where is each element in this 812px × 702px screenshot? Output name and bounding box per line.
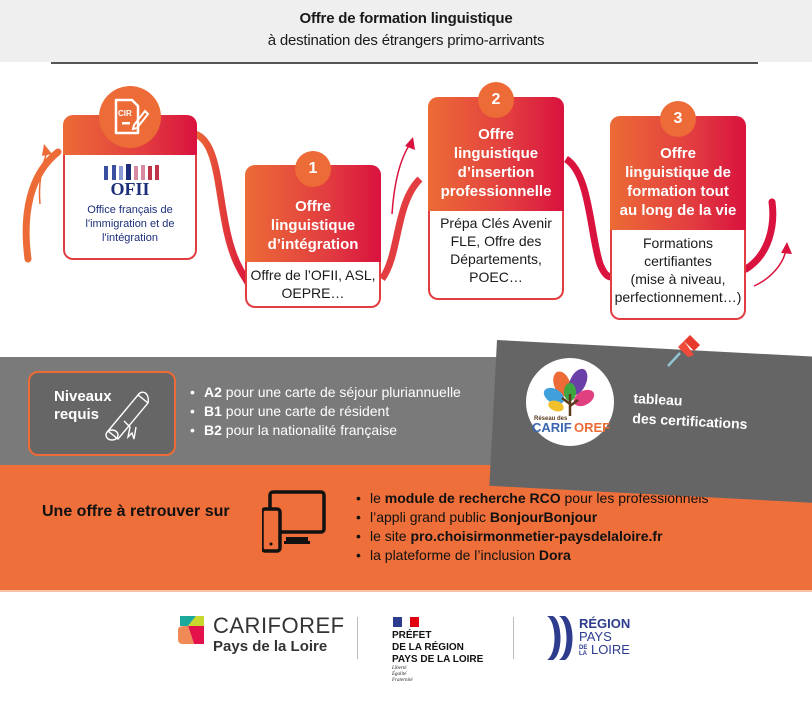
platform-item[interactable]: l’appli grand public BonjourBonjour	[356, 508, 709, 527]
step-badge-2: 2	[478, 82, 514, 118]
document-pen-icon: CIR	[114, 98, 150, 135]
ofii-logo-text: OFII	[110, 179, 150, 199]
page-title: Offre de formation linguistique	[299, 10, 513, 27]
platforms-title: Une offre à retrouver sur	[42, 503, 230, 520]
header: Offre de formation linguistique à destin…	[0, 0, 812, 62]
flow-arrowhead-end	[781, 242, 792, 254]
platforms-list: le module de recherche RCO pour les prof…	[356, 489, 709, 565]
page-subtitle: à destination des étrangers primo-arriva…	[267, 32, 545, 49]
devices-icon	[262, 490, 326, 553]
platform-item[interactable]: la plateforme de l’inclusion Dora	[356, 546, 709, 565]
level-item: B1 pour une carte de résident	[190, 402, 461, 421]
levels-box: Niveaux requis	[28, 371, 176, 456]
cir-badge: CIR	[99, 86, 161, 148]
flow-arrowhead-start	[42, 144, 52, 156]
flow-arc-1	[193, 130, 254, 290]
diploma-scroll-icon	[105, 391, 150, 441]
svg-text:CIR: CIR	[118, 109, 132, 118]
flow-arc-2	[379, 176, 423, 282]
pushpin-icon	[667, 335, 700, 367]
step-body: Prépa Clés Avenir FLE, Offre des Départe…	[428, 211, 564, 300]
flow-arc-3	[563, 156, 619, 281]
levels-label: Niveaux requis	[54, 388, 112, 423]
republic-motto: Liberté Égalité Fraternité	[392, 666, 413, 683]
level-item: B2 pour la nationalité française	[190, 421, 461, 440]
step-card-3: Offre linguistique de formation tout au …	[610, 116, 746, 320]
svg-text:Réseau des: Réseau des	[534, 416, 568, 422]
people-icon	[104, 164, 159, 180]
flow-arc-end	[742, 198, 777, 273]
level-item: A2 pour une carte de séjour pluriannuell…	[190, 383, 461, 402]
cariforef-logo-icon	[178, 616, 204, 644]
flow-arc-start	[22, 148, 62, 263]
footer-divider	[0, 590, 812, 592]
flow-arrowhead-2	[405, 137, 415, 150]
step-badge-1: 1	[295, 151, 331, 187]
footer-separator	[513, 617, 514, 659]
step-badge-3: 3	[660, 101, 696, 137]
cariforef-name: CARIFOREF	[213, 613, 345, 638]
flow-arrow-2	[391, 143, 411, 215]
footer-separator	[357, 617, 358, 659]
svg-text:CARIF: CARIF	[532, 420, 572, 435]
region-logo-icon	[547, 616, 573, 660]
svg-text:OREF: OREF	[574, 420, 610, 435]
certifications-link[interactable]: tableau des certifications	[632, 389, 748, 432]
marianne-flag-icon	[393, 617, 419, 627]
prefet-logo-text: PRÉFET DE LA RÉGION PAYS DE LA LOIRE	[392, 630, 484, 665]
levels-list: A2 pour une carte de séjour pluriannuell…	[190, 383, 461, 440]
ofii-description: Office français de l'immigration et de l…	[85, 204, 175, 244]
header-divider	[51, 62, 758, 64]
step-body: Offre de l’OFII, ASL, OEPRE…	[245, 262, 381, 308]
step-body: Formations certifiantes (mise à niveau, …	[610, 230, 746, 320]
tree-logo-icon: Réseau des CARIF OREF	[532, 368, 610, 435]
platform-item[interactable]: le site pro.choisirmonmetier-paysdelaloi…	[356, 527, 709, 546]
reseau-carif-oref-logo[interactable]: Réseau des CARIF OREF	[526, 358, 614, 446]
cariforef-subtitle: Pays de la Loire	[213, 638, 328, 655]
step-card-2: Offre linguistique d’insertion professio…	[428, 97, 564, 300]
